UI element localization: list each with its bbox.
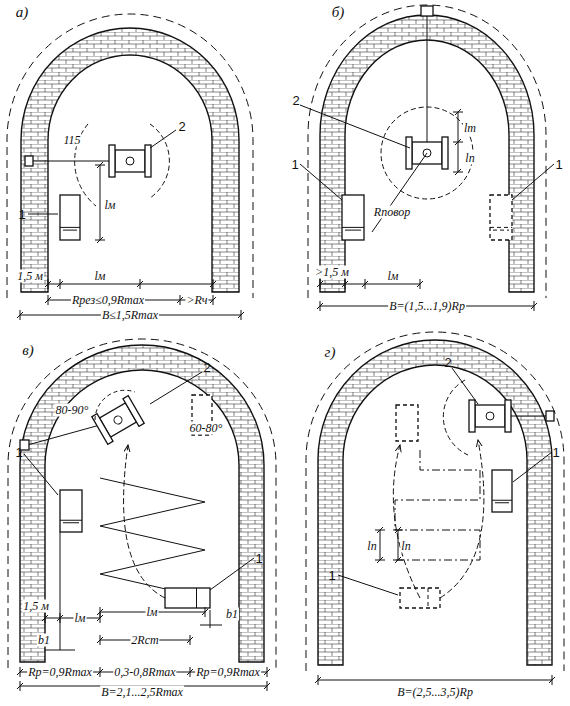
dimension-label: 1,5 м bbox=[22, 600, 50, 613]
callout-number: 1 bbox=[327, 569, 336, 582]
dimension-label: Rповор bbox=[373, 206, 411, 219]
callout-number: 1 bbox=[290, 158, 299, 171]
callout-number: 2 bbox=[202, 361, 211, 374]
dimension-label: >Rч bbox=[185, 294, 208, 307]
dimension-label: 2Rст bbox=[130, 634, 159, 647]
callout-number: 2 bbox=[177, 120, 186, 133]
dimension-label: 0,3-0,8Rmax bbox=[113, 666, 176, 679]
dimension-label: 80-90° bbox=[55, 404, 90, 417]
dimension-label: B=(1,5...1,9)Rр bbox=[388, 300, 466, 313]
callout-number: 1 bbox=[17, 208, 26, 221]
callout-number: 1 bbox=[554, 158, 563, 171]
dimension-label: 115 bbox=[62, 134, 81, 147]
panel-label: г) bbox=[324, 346, 337, 359]
callout-number: 1 bbox=[551, 446, 560, 459]
dimension-label: lп bbox=[400, 540, 411, 553]
callout-number: 2 bbox=[291, 94, 300, 107]
dimension-label: lп bbox=[366, 540, 377, 553]
dimension-label: >1,5 м bbox=[314, 266, 350, 279]
panel-label: б) bbox=[331, 6, 346, 19]
dimension-label: lм bbox=[146, 606, 159, 619]
dimension-label: Rр=0,9Rmax bbox=[27, 666, 93, 679]
dimension-label: 60-80° bbox=[189, 422, 224, 435]
dimension-label: b1 bbox=[37, 634, 51, 647]
callout-number: 2 bbox=[443, 356, 452, 369]
panel-label: а) bbox=[15, 6, 30, 19]
dimension-label: lм bbox=[94, 270, 107, 283]
dimension-label: 1,5 м bbox=[16, 270, 44, 283]
dimension-label: B=(2,5...3,5)Rр bbox=[396, 686, 474, 699]
callout-number: 1 bbox=[254, 552, 263, 565]
panel-label: в) bbox=[21, 344, 35, 357]
dimension-label: Rр=0,9Rmax bbox=[195, 666, 261, 679]
dimension-label: b1 bbox=[225, 608, 239, 621]
dimension-label: B=2,1...2,5Rmax bbox=[100, 686, 184, 699]
dimension-label: lм bbox=[74, 612, 87, 625]
dimension-label: lт bbox=[463, 122, 477, 135]
dimension-label: B≤1,5Rmax bbox=[101, 309, 159, 322]
dimension-label: lм bbox=[387, 270, 400, 283]
dimension-label: lм bbox=[104, 199, 117, 212]
callout-number: 1 bbox=[14, 446, 23, 459]
dimension-label: lп bbox=[464, 152, 475, 165]
dimension-label: Rрез≤0,9Rmax bbox=[71, 294, 145, 307]
